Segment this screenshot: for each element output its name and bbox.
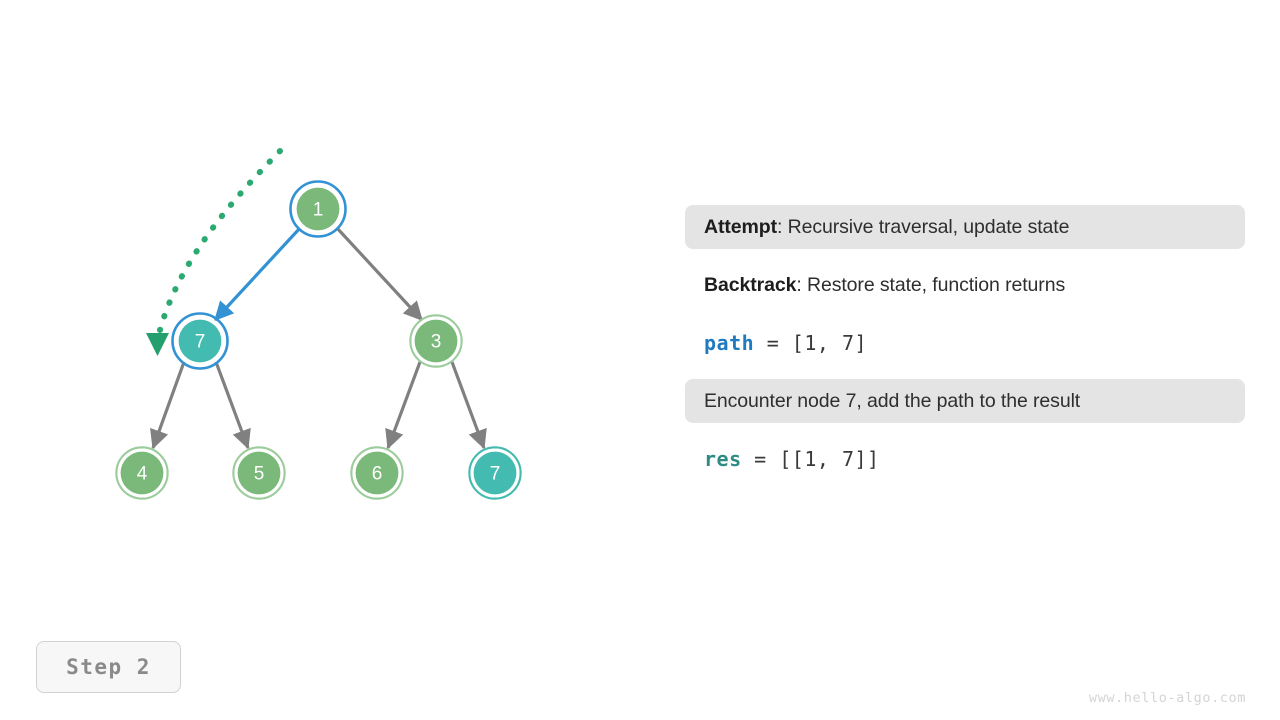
backtrack-dotted-arrow [146,148,283,356]
node-inner-gap [234,448,284,498]
node-body [473,451,517,495]
node-ring [232,446,286,500]
backtrack-arrowhead-icon [146,333,169,356]
info-row-attempt: Attempt: Recursive traversal, update sta… [685,205,1245,249]
tree-node-4[interactable]: 4 [115,446,169,500]
explanation-panel: Attempt: Recursive traversal, update sta… [685,205,1245,495]
edge-7-to-5 [214,361,251,450]
edge-3-to-6 [385,361,422,450]
tree-node-5[interactable]: 5 [232,446,286,500]
attempt-text: Attempt: Recursive traversal, update sta… [704,216,1069,239]
step-badge: Step 2 [36,641,181,693]
res-variable: res [704,447,742,471]
node-ring [409,314,463,368]
node-inner-gap [411,316,461,366]
node-active-ring [171,312,229,370]
encounter-note-text: Encounter node 7, add the path to the re… [704,389,1081,412]
info-row-encounter-note: Encounter node 7, add the path to the re… [685,379,1245,423]
node-ring [115,446,169,500]
info-row-res-state: res = [[1, 7]] [685,437,1245,481]
res-expression: = [[1, 7]] [741,447,880,471]
node-body [414,319,458,363]
edge-1-to-7 [213,226,302,322]
node-body [237,451,281,495]
edge-3-to-7 [450,361,487,450]
tree-node-1[interactable]: 1 [289,180,347,238]
node-body [355,451,399,495]
node-ring [350,446,404,500]
node-inner-gap [292,183,344,235]
node-inner-gap [352,448,402,498]
node-ring [468,446,522,500]
node-inner-gap [174,315,226,367]
node-body [296,187,340,231]
node-active-ring [289,180,347,238]
res-state-text: res = [[1, 7]] [704,447,880,471]
edge-1-to-3 [335,226,424,322]
backtrack-label: Backtrack [704,273,797,296]
edge-7-to-4 [150,361,186,450]
tree-nodes: 1 7 3 4 [115,180,522,500]
backtrack-dotted-path [157,148,283,333]
tree-node-7-right[interactable]: 7 [468,446,522,500]
tree-node-3[interactable]: 3 [409,314,463,368]
attempt-label: Attempt [704,215,777,238]
path-variable: path [704,331,755,355]
path-state-text: path = [1, 7] [704,331,867,355]
path-expression: = [1, 7] [754,331,868,355]
tree-node-6[interactable]: 6 [350,446,404,500]
backtrack-rest: : Restore state, function returns [796,273,1066,296]
tree-node-7-left[interactable]: 7 [171,312,229,370]
binary-tree-diagram: 1 7 3 4 [0,0,660,600]
info-row-backtrack: Backtrack: Restore state, function retur… [685,263,1245,307]
node-body [120,451,164,495]
tree-edges [150,226,487,450]
node-inner-gap [117,448,167,498]
step-badge-label: Step 2 [66,655,151,679]
node-inner-gap [470,448,520,498]
backtrack-text: Backtrack: Restore state, function retur… [704,274,1065,297]
node-body [178,319,222,363]
attempt-rest: : Recursive traversal, update state [776,215,1070,238]
tree-canvas: 1 7 3 4 [115,148,522,500]
watermark: www.hello-algo.com [1088,690,1246,706]
info-row-path-state: path = [1, 7] [685,321,1245,365]
